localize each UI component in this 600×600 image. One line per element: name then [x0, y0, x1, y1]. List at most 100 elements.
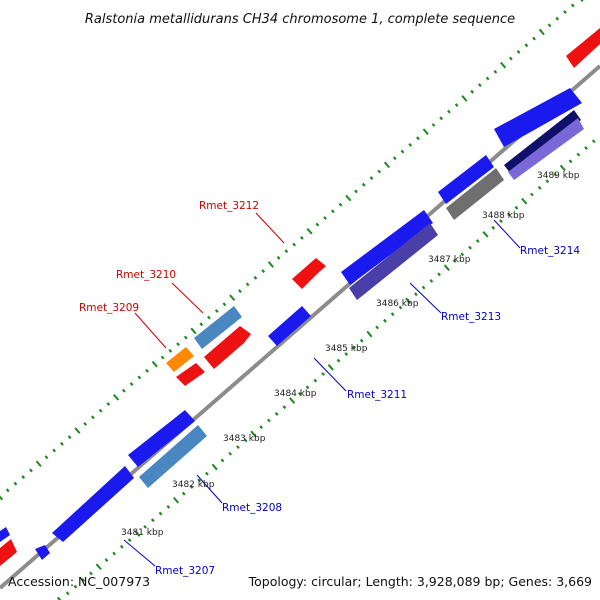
leader-rmet-3213	[409, 282, 442, 314]
tick-mark	[267, 261, 274, 268]
tick-mark	[52, 448, 57, 453]
gene-label-rmet-3210[interactable]: Rmet_3210	[116, 269, 176, 281]
gene-label-rmet-3214[interactable]: Rmet_3214	[520, 245, 580, 257]
tick-mark	[89, 571, 93, 576]
tick-mark	[289, 397, 296, 404]
tick-mark	[253, 275, 258, 280]
tick-mark	[514, 205, 519, 210]
tick-mark	[545, 179, 550, 184]
tick-mark	[338, 202, 343, 207]
tick-mark	[228, 451, 233, 456]
tick-label: 3486 kbp	[376, 299, 419, 309]
tick-mark	[81, 578, 86, 583]
tick-mark	[568, 159, 573, 164]
gene-blue-top-feature[interactable]	[494, 88, 582, 147]
gene-blue-edge-feature[interactable]	[0, 527, 10, 542]
tick-mark	[65, 591, 70, 596]
tick-mark	[470, 89, 475, 94]
tick-mark	[98, 408, 103, 413]
tick-mark	[437, 272, 441, 277]
tick-mark	[508, 56, 513, 61]
tick-mark	[106, 402, 111, 406]
tick-mark	[499, 219, 503, 224]
tick-mark	[211, 463, 218, 471]
tick-mark	[516, 49, 521, 54]
gene-rmet-3207-feature[interactable]	[52, 466, 134, 542]
tick-mark	[305, 385, 310, 390]
gene-red-edge-feature[interactable]	[0, 539, 17, 566]
tick-mark	[145, 368, 149, 373]
tick-mark	[143, 524, 147, 529]
tick-mark	[563, 10, 567, 14]
gene-rmet-3210-feature[interactable]	[194, 306, 242, 349]
gene-rmet-3208-feature[interactable]	[139, 425, 207, 488]
tick-mark	[375, 325, 380, 330]
gene-rmet-3211-feature[interactable]	[268, 306, 311, 346]
gene-labels: Rmet_3209 Rmet_3210 Rmet_3212 Rmet_3207 …	[79, 200, 580, 577]
tick-mark	[21, 475, 26, 480]
gene-label-rmet-3212[interactable]: Rmet_3212	[199, 200, 259, 212]
tick-mark	[477, 83, 482, 88]
gene-rmet-3209-feature[interactable]	[166, 347, 194, 372]
gene-blue-mid-feature[interactable]	[341, 210, 433, 285]
tick-mark	[344, 352, 349, 357]
gene-rmet-3213-feature[interactable]	[349, 223, 438, 300]
leader-rmet-3211	[313, 357, 347, 392]
tick-mark	[392, 156, 397, 161]
tick-mark	[359, 338, 364, 343]
tick-mark	[95, 563, 102, 571]
tick-mark	[73, 584, 78, 589]
tick-mark	[151, 360, 158, 368]
tick-mark	[229, 294, 236, 302]
tick-mark	[429, 278, 434, 283]
tick-mark	[416, 136, 420, 141]
gene-label-rmet-3211[interactable]: Rmet_3211	[347, 389, 407, 401]
gene-blue-lower-feature[interactable]	[128, 410, 195, 467]
tick-mark	[197, 478, 202, 483]
gene-rmet-3214-feature[interactable]	[446, 168, 504, 220]
tick-mark	[35, 460, 42, 468]
tick-mark	[524, 43, 529, 48]
tick-mark	[521, 197, 528, 205]
gene-rmet-3209b-feature[interactable]	[176, 363, 205, 386]
leader-rmet-3212	[255, 212, 285, 244]
tick-mark	[400, 149, 405, 154]
tick-mark	[83, 421, 88, 426]
summary-text: Topology: circular; Length: 3,928,089 bp…	[248, 574, 592, 589]
tick-mark	[44, 455, 49, 460]
tick-label: 3483 kbp	[223, 434, 266, 444]
tick-mark	[383, 318, 387, 323]
gene-label-rmet-3213[interactable]: Rmet_3213	[441, 311, 501, 323]
tick-mark	[482, 231, 489, 238]
tick-mark	[306, 227, 313, 235]
tick-mark	[5, 488, 10, 493]
tick-mark	[493, 69, 498, 74]
gene-label-rmet-3207[interactable]: Rmet_3207	[155, 565, 215, 577]
tick-mark	[207, 315, 211, 320]
tick-mark	[166, 504, 171, 509]
tick-mark	[547, 23, 552, 28]
tick-mark	[383, 161, 391, 169]
accession-text: Accession: NC_007973	[8, 574, 150, 589]
tick-mark	[274, 411, 279, 416]
tick-mark	[345, 194, 352, 202]
tick-mark	[500, 61, 507, 69]
gene-violet-feature[interactable]	[508, 118, 584, 180]
gene-label-rmet-3209[interactable]: Rmet_3209	[79, 302, 139, 314]
gene-red-top-right-feature[interactable]	[566, 28, 600, 68]
label-leaders	[123, 212, 521, 567]
tick-mark	[405, 297, 412, 305]
gene-rmet-3212-feature[interactable]	[292, 258, 326, 289]
gene-blue-upper-feature[interactable]	[438, 155, 494, 204]
gene-blue-small-left-feature[interactable]	[35, 545, 50, 560]
tick-mark	[67, 435, 72, 440]
gene-navy-feature[interactable]	[504, 110, 581, 173]
tick-mark	[236, 445, 240, 450]
gene-label-rmet-3208[interactable]: Rmet_3208	[222, 502, 282, 514]
tick-mark	[352, 345, 356, 350]
leader-rmet-3207	[123, 539, 156, 567]
tick-mark	[173, 496, 180, 504]
tick-mark	[190, 327, 197, 335]
gene-red-feature-2[interactable]	[204, 326, 251, 369]
